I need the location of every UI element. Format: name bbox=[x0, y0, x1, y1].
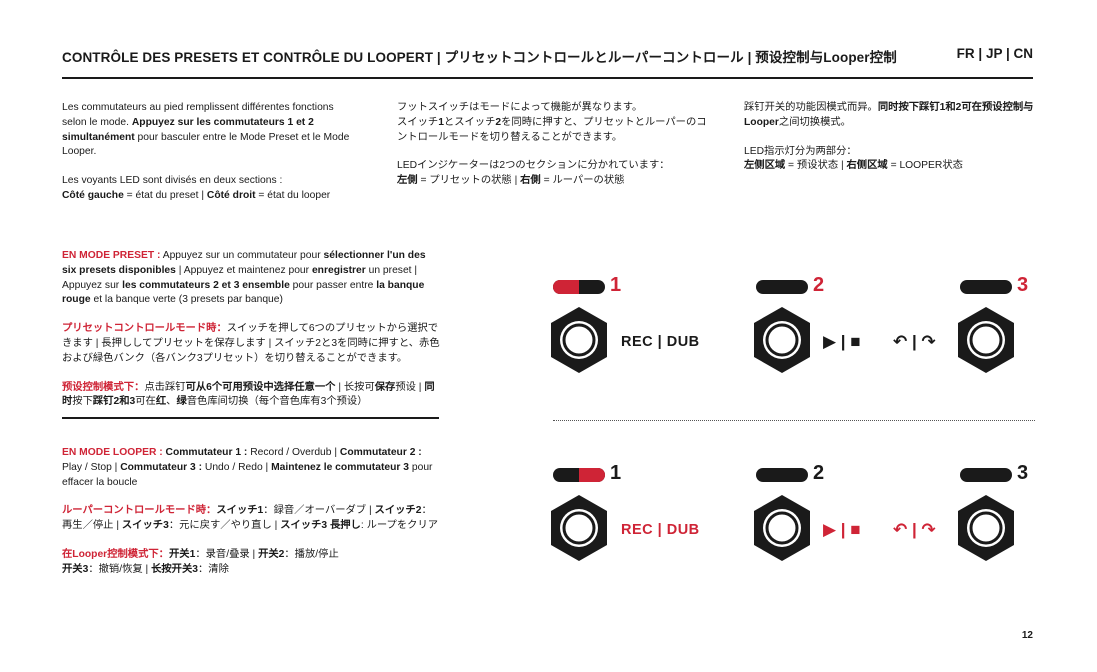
intro-cn-p2: LED指示灯分为两部分： bbox=[744, 145, 857, 157]
page-title: CONTRÔLE DES PRESETS ET CONTRÔLE DU LOOP… bbox=[62, 50, 897, 65]
led-preset-1 bbox=[553, 280, 605, 294]
language-indicator: FR | JP | CN bbox=[956, 46, 1033, 61]
header-divider bbox=[62, 77, 1033, 79]
dotted-divider bbox=[553, 420, 1035, 421]
looper-mode-section: EN MODE LOOPER : Commutateur 1 : Record … bbox=[62, 446, 440, 578]
preset-number-2: 2 bbox=[813, 274, 825, 296]
section-divider bbox=[62, 417, 439, 419]
intro-fr-p3: Côté gauche = état du preset | Côté droi… bbox=[62, 189, 331, 201]
led-looper-1 bbox=[553, 468, 605, 482]
led-preset-3 bbox=[960, 280, 1012, 294]
play-stop-icon: ▶ | ■ bbox=[823, 332, 861, 351]
footswitch-preset-2-icon[interactable] bbox=[751, 305, 813, 375]
footswitch-preset-3-icon[interactable] bbox=[955, 305, 1017, 375]
looper-number-1: 1 bbox=[610, 462, 622, 484]
undo-redo-icon-active: ↶ | ↷ bbox=[893, 520, 936, 539]
preset-fr: EN MODE PRESET : Appuyez sur un commutat… bbox=[62, 250, 426, 306]
looper-fr: EN MODE LOOPER : Commutateur 1 : Record … bbox=[62, 447, 433, 488]
led-looper-3 bbox=[960, 468, 1012, 482]
footswitch-looper-3-icon[interactable] bbox=[955, 493, 1017, 563]
intro-cn: 踩钉开关的功能因模式而异。同时按下踩钉1和2可在预设控制与Looper之间切换模… bbox=[744, 101, 1039, 174]
intro-cn-p1: 踩钉开关的功能因模式而异。同时按下踩钉1和2可在预设控制与Looper之间切换模… bbox=[744, 102, 1034, 128]
intro-jp-p2: LEDインジケーターは2つのセクションに分かれています： bbox=[397, 160, 670, 172]
intro-cn-p3: 左侧区域 = 预设状态 | 右侧区域 = LOOPER状态 bbox=[744, 160, 963, 172]
preset-mode-section: EN MODE PRESET : Appuyez sur un commutat… bbox=[62, 249, 440, 410]
looper-number-3: 3 bbox=[1017, 462, 1029, 484]
intro-jp: フットスイッチはモードによって機能が異なります。スイッチ1とスイッチ2を同時に押… bbox=[397, 101, 707, 189]
footswitch-looper-1-icon[interactable] bbox=[548, 493, 610, 563]
led-preset-2 bbox=[756, 280, 808, 294]
footswitch-looper-2-icon[interactable] bbox=[751, 493, 813, 563]
intro-fr-p1: Les commutateurs au pied remplissent dif… bbox=[62, 102, 350, 158]
looper-jp: ルーパーコントロールモード時：スイッチ1：録音／オーバーダブ | スイッチ2：再… bbox=[62, 505, 439, 532]
label-rec-dub: REC | DUB bbox=[621, 334, 700, 350]
intro-fr-p2: Les voyants LED sont divisés en deux sec… bbox=[62, 175, 283, 187]
undo-redo-icon: ↶ | ↷ bbox=[893, 332, 936, 351]
looper-cn: 在Looper控制模式下：开关1：录音/叠录 | 开关2：播放/停止开关3：撤销… bbox=[62, 548, 339, 575]
page-number: 12 bbox=[1021, 630, 1033, 641]
intro-fr: Les commutateurs au pied remplissent dif… bbox=[62, 101, 352, 204]
intro-jp-p3: 左側 = プリセットの状態 | 右側 = ルーパーの状態 bbox=[397, 175, 625, 187]
led-looper-2 bbox=[756, 468, 808, 482]
label-rec-dub-active: REC | DUB bbox=[621, 522, 700, 538]
footswitch-preset-1-icon[interactable] bbox=[548, 305, 610, 375]
preset-cn: 预设控制模式下：点击踩钉可从6个可用预设中选择任意一个 | 长按可保存预设 | … bbox=[62, 381, 435, 408]
preset-number-1: 1 bbox=[610, 274, 622, 296]
looper-number-2: 2 bbox=[813, 462, 825, 484]
led-preset-1-red-half bbox=[553, 280, 579, 294]
intro-jp-p1: フットスイッチはモードによって機能が異なります。スイッチ1とスイッチ2を同時に押… bbox=[397, 102, 707, 143]
led-looper-1-red-half bbox=[579, 468, 605, 482]
preset-jp: プリセットコントロールモード時：スイッチを押して6つのプリセットから選択できます… bbox=[62, 323, 440, 364]
play-stop-icon-active: ▶ | ■ bbox=[823, 520, 861, 539]
preset-number-3: 3 bbox=[1017, 274, 1029, 296]
